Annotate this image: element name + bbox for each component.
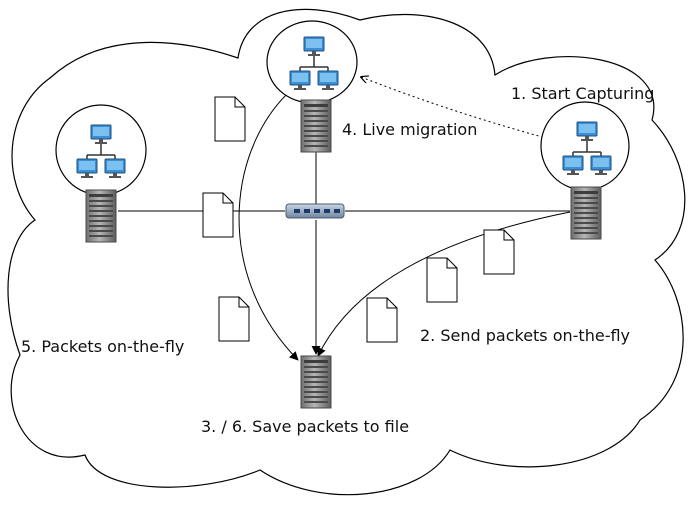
arrow-migrated-vm-to-capture-server [238,85,299,361]
arrow-live-migration [361,77,554,141]
network-switch-icon [285,203,345,219]
vm-group-left [55,104,147,196]
packet-document-icon [202,192,234,238]
server-icon [300,99,332,153]
server-icon [85,189,117,243]
cloud-outline [7,8,686,496]
label-packets-on-the-fly: 5. Packets on-the-fly [21,337,184,356]
server-icon [570,186,602,240]
label-start-capturing: 1. Start Capturing [511,84,654,103]
label-send-packets: 2. Send packets on-the-fly [420,326,630,345]
packet-document-icon [218,296,250,342]
server-icon [300,355,332,409]
label-save-packets: 3. / 6. Save packets to file [201,417,409,436]
packet-document-icon [483,229,515,275]
packet-document-icon [214,96,246,142]
vm-group-right [540,101,630,191]
packet-document-icon [426,257,458,303]
label-live-migration: 4. Live migration [342,120,477,139]
packet-document-icon [366,297,398,343]
vm-group-top [266,20,358,104]
arrow-right-server-to-capture-server [317,211,571,357]
